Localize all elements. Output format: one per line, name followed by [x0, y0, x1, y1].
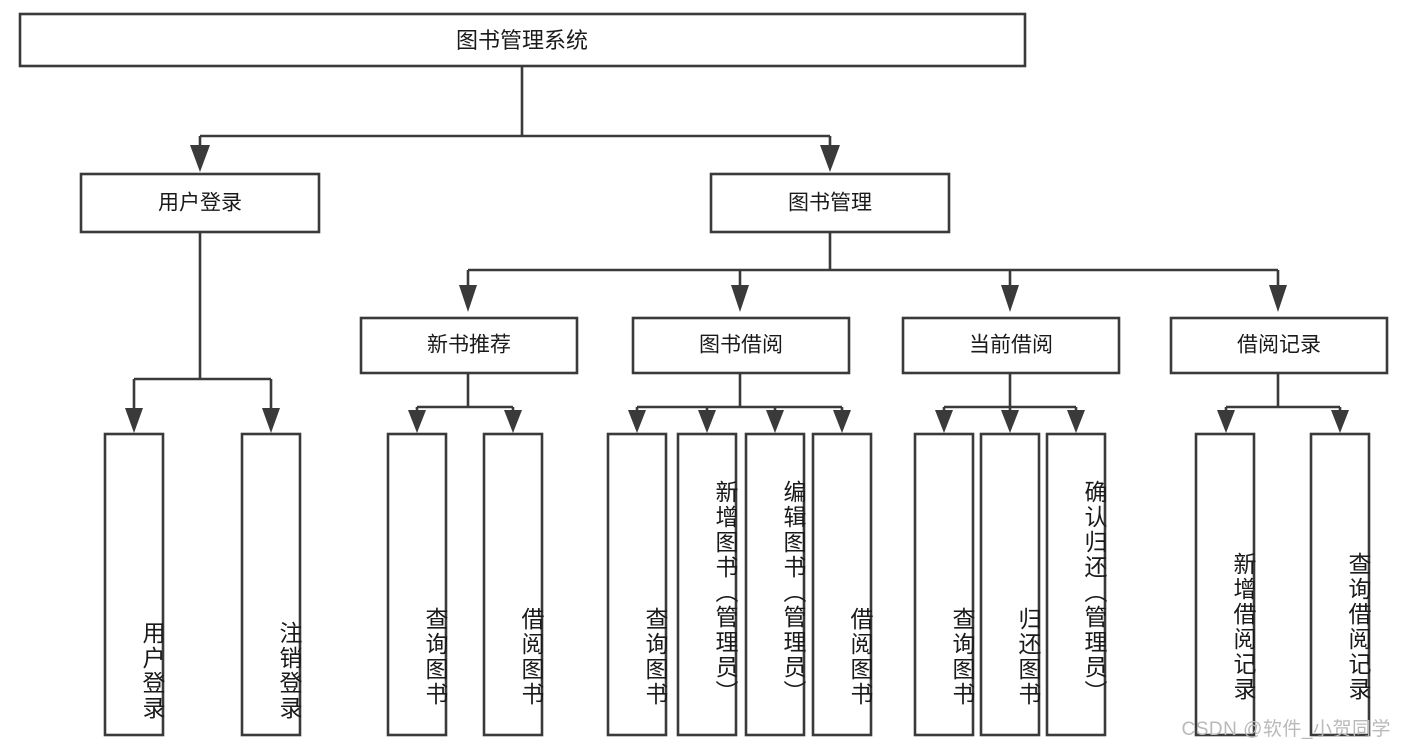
node-book-borrow-box[interactable]	[631, 316, 851, 375]
node-book-borrow-label: 图书借阅	[699, 334, 783, 357]
connector-group-user-login	[125, 232, 280, 433]
node-current-borrow-box[interactable]	[901, 316, 1121, 375]
arrow-head-leaf-user-login	[125, 408, 143, 433]
arrow-head-leaf-add-record	[1217, 410, 1235, 433]
leaf-box-query-record[interactable]	[1309, 432, 1371, 737]
node-user-login-box[interactable]	[79, 172, 321, 234]
arrow-head-leaf-query-book-2	[628, 410, 646, 433]
leaf-box-borrow-book-2[interactable]	[811, 432, 873, 737]
connector-group-root	[190, 66, 840, 172]
connector-group-book-manage	[459, 232, 1287, 312]
node-new-book-recommend[interactable]: 新书推荐	[359, 316, 579, 375]
arrow-head-current-borrow	[1001, 285, 1019, 312]
leaf-box-add-book[interactable]	[676, 432, 738, 737]
arrow-head-book-borrow	[731, 285, 749, 312]
watermark-text: CSDN @软件_小贺同学	[1181, 719, 1391, 740]
leaf-box-logout[interactable]	[240, 432, 302, 737]
arrow-head-leaf-query-book-3	[935, 410, 953, 433]
node-root-system-label: 图书管理系统	[456, 28, 588, 53]
connector-group-book-borrow	[628, 373, 851, 433]
arrow-head-leaf-edit-book	[766, 410, 784, 433]
node-borrow-record-box[interactable]	[1169, 316, 1389, 375]
arrow-head-leaf-query-record	[1331, 410, 1349, 433]
node-book-manage-box[interactable]	[709, 172, 951, 234]
leaf-box-add-record[interactable]	[1194, 432, 1256, 737]
arrow-head-leaf-add-book	[698, 410, 716, 433]
leaf-box-borrow-book-1[interactable]	[482, 432, 544, 737]
arrow-head-leaf-return-book	[1001, 410, 1019, 433]
leaf-box-query-book-2[interactable]	[606, 432, 668, 737]
arrow-head-borrow-record	[1269, 285, 1287, 312]
node-book-manage-label: 图书管理	[788, 192, 872, 215]
node-book-manage[interactable]: 图书管理	[709, 172, 951, 234]
node-new-book-recommend-box[interactable]	[359, 316, 579, 375]
leaf-box-query-book-3[interactable]	[913, 432, 975, 737]
arrow-head-leaf-query-book-1	[408, 410, 426, 433]
node-current-borrow[interactable]: 当前借阅	[901, 316, 1121, 375]
node-current-borrow-label: 当前借阅	[969, 334, 1053, 357]
arrow-head-leaf-borrow-book-2	[833, 410, 851, 433]
connector-group-current-borrow	[935, 373, 1085, 433]
leaf-box-query-book-1[interactable]	[386, 432, 448, 737]
arrow-head-leaf-confirm-return	[1067, 410, 1085, 433]
node-borrow-record[interactable]: 借阅记录	[1169, 316, 1389, 375]
node-user-login-label: 用户登录	[158, 192, 242, 215]
arrow-head-leaf-borrow-book-1	[504, 410, 522, 433]
node-borrow-record-label: 借阅记录	[1237, 334, 1321, 357]
arrow-head-book-manage	[820, 145, 840, 172]
arrow-head-new-book-recommend	[459, 285, 477, 312]
leaf-box-return-book[interactable]	[979, 432, 1041, 737]
arrow-head-user-login	[190, 145, 210, 172]
node-book-borrow[interactable]: 图书借阅	[631, 316, 851, 375]
node-new-book-recommend-label: 新书推荐	[427, 334, 511, 357]
leaf-box-edit-book[interactable]	[744, 432, 806, 737]
node-user-login[interactable]: 用户登录	[79, 172, 321, 234]
leaf-box-user-login[interactable]	[103, 432, 165, 737]
node-root-system-box[interactable]	[18, 12, 1027, 68]
connector-group-new-book-recommend	[408, 373, 522, 433]
arrow-head-leaf-logout	[262, 408, 280, 433]
leaf-box-confirm-return[interactable]	[1045, 432, 1107, 737]
connector-group-borrow-record	[1217, 373, 1349, 433]
node-root-system[interactable]: 图书管理系统	[18, 12, 1027, 68]
